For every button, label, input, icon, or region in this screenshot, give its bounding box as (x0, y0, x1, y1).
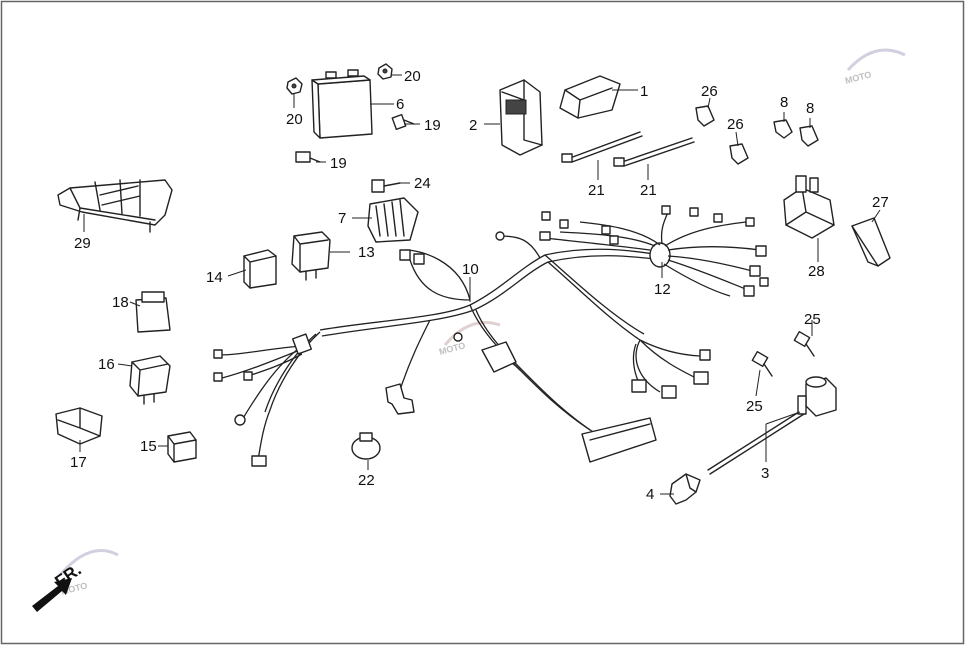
part-15-connector (167, 431, 197, 463)
part-25-bolt-lower (751, 350, 773, 377)
part-12-sub-harness (539, 205, 769, 399)
part-19-bolt-right (391, 113, 415, 131)
callout-15: 15 (140, 438, 157, 455)
part-17-connector (55, 407, 103, 445)
part-26-fuse-top (695, 105, 715, 127)
callout-21-right: 21 (640, 182, 657, 199)
part-24-bolt (371, 179, 401, 193)
part-28-fuse-box (783, 175, 835, 239)
callout-leaders (79, 74, 881, 495)
part-13-flasher-relay (291, 231, 331, 281)
callout-21-left: 21 (588, 182, 605, 199)
callout-19-right: 19 (424, 117, 441, 134)
part-8-fuse-left (773, 119, 793, 139)
callout-26-upper: 26 (701, 83, 718, 100)
callout-24: 24 (414, 175, 431, 192)
callout-25-lower: 25 (746, 398, 763, 415)
callout-13: 13 (358, 244, 375, 261)
callout-16: 16 (98, 356, 115, 373)
callout-20-right: 20 (404, 68, 421, 85)
callout-17: 17 (70, 454, 87, 471)
part-29-bracket (57, 179, 173, 233)
callout-26-lower: 26 (727, 116, 744, 133)
part-27-fuse-cover (851, 217, 891, 267)
callout-4: 4 (646, 486, 654, 503)
part-1-cover (559, 75, 621, 119)
svg-text:MOTO: MOTO (844, 69, 873, 86)
callout-2: 2 (469, 117, 477, 134)
part-19-bolt-left (295, 151, 321, 163)
callout-7: 7 (338, 210, 346, 227)
callout-14: 14 (206, 269, 223, 286)
part-3-ignition-coil (707, 376, 837, 475)
callout-labels: 1 2 3 4 6 7 8 8 10 12 13 14 15 16 17 18 … (70, 68, 889, 503)
part-8-fuse-right (799, 125, 819, 147)
part-2-cdi-unit (499, 79, 543, 156)
callout-3: 3 (761, 465, 769, 482)
callout-28: 28 (808, 263, 825, 280)
part-22-hose-clamp (351, 432, 381, 460)
part-6-battery (311, 69, 373, 139)
part-21-cable-tie-2 (613, 137, 695, 167)
callout-18: 18 (112, 294, 129, 311)
callout-29: 29 (74, 235, 91, 252)
part-16-relay (129, 355, 171, 405)
svg-text:MOTO: MOTO (438, 340, 467, 357)
part-4-spark-plug-cap (669, 473, 701, 505)
callout-10: 10 (462, 261, 479, 278)
part-18-relay (135, 291, 171, 333)
part-10-main-wire-harness (213, 231, 663, 467)
part-25-bolt-upper (793, 330, 815, 357)
part-14-connector (243, 249, 277, 289)
callout-25-upper: 25 (804, 311, 821, 328)
part-20-nut-left (286, 77, 303, 95)
callout-8-left: 8 (780, 94, 788, 111)
watermark-logo-top-right: MOTO (844, 48, 906, 86)
part-7-regulator (367, 197, 419, 243)
callout-22: 22 (358, 472, 375, 489)
part-20-nut-right (377, 63, 393, 80)
part-21-cable-tie-1 (561, 131, 643, 163)
callout-27: 27 (872, 194, 889, 211)
callout-12: 12 (654, 281, 671, 298)
callout-1: 1 (640, 83, 648, 100)
part-26-fuse-bottom (729, 143, 749, 165)
callout-8-right: 8 (806, 100, 814, 117)
callout-19-left: 19 (330, 155, 347, 172)
callout-20-left: 20 (286, 111, 303, 128)
callout-6: 6 (396, 96, 404, 113)
